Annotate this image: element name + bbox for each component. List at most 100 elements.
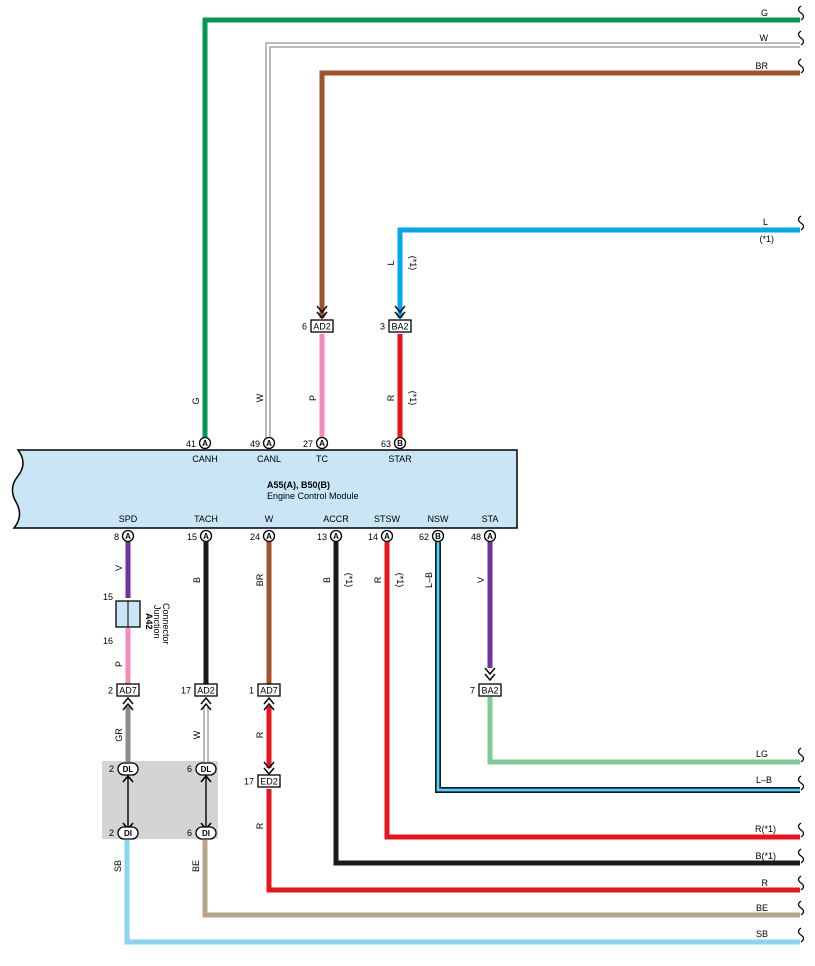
right-label-sb: SB (756, 929, 768, 939)
terminal-canh: A 41 (186, 436, 212, 450)
wire-be (202, 840, 800, 918)
right-label-br: BR (755, 61, 768, 71)
right-label-lg: LG (756, 749, 768, 759)
terminal-conn-spd: A (125, 532, 131, 541)
terminal-pin-stsw: 14 (368, 532, 378, 542)
terminal-pin-canl: 49 (250, 439, 260, 449)
connector-ad2-top: AD2 6 (302, 305, 334, 333)
wire-label-r-low: R (255, 822, 265, 829)
wire-label-star-note: (*1) (408, 391, 418, 406)
right-label-b-note: B(*1) (755, 851, 776, 861)
connector-ad7-mid-pin: 1 (249, 686, 254, 696)
terminal-conn-tc: A (319, 439, 325, 448)
right-label-l-note: (*1) (759, 234, 774, 244)
connector-ad2-top-name: AD2 (313, 322, 331, 332)
ecm-body (11, 449, 518, 529)
terminal-w: A 24 (250, 529, 276, 543)
right-label-g: G (761, 8, 768, 18)
terminal-conn-nsw: B (435, 532, 441, 541)
terminal-conn-canh: A (202, 439, 208, 448)
wire-label-accr: B (322, 577, 332, 583)
terminal-name-stsw: STSW (374, 514, 401, 524)
ecm-title: A55(A), B50(B) (267, 480, 330, 490)
connector-ba2-top: BA2 3 (380, 305, 412, 333)
terminal-conn-w: A (266, 532, 272, 541)
wire-label-w-low: W (192, 730, 202, 739)
terminal-pin-tc: 27 (303, 439, 313, 449)
terminal-tc: A 27 (303, 436, 329, 450)
connector-ed2: ED2 17 (244, 761, 281, 788)
right-label-r-note: R(*1) (755, 824, 776, 834)
connector-ad7-mid: AD7 1 (249, 683, 281, 711)
wire-label-sta: V (476, 577, 486, 583)
terminal-canl: A 49 (250, 436, 276, 450)
wire-breaks (797, 5, 805, 943)
wire-nsw-lb-core (437, 542, 800, 791)
terminal-sta: A 48 (471, 529, 497, 543)
connector-ba2-top-name: BA2 (391, 322, 408, 332)
connector-ad2-top-pin: 6 (302, 322, 307, 332)
splice-dl-left: DL 2 (109, 762, 139, 776)
connector-ad2-bottom: AD2 17 (181, 683, 218, 711)
terminal-spd: A 8 (114, 529, 135, 543)
terminal-tach: A 15 (187, 529, 213, 543)
wire-label-stsw: R (373, 576, 383, 583)
terminal-stsw: A 14 (368, 529, 394, 543)
wire-label-accr-note: (*1) (344, 573, 354, 588)
splice-di-left-name: DI (124, 829, 132, 838)
terminal-pin-tach: 15 (187, 532, 197, 542)
splice-di-right-name: DI (202, 829, 210, 838)
terminal-name-canh: CANH (192, 454, 218, 464)
wire-label-nsw: L–B (424, 572, 434, 588)
junction-label-2: Connector (161, 603, 171, 645)
wire-r-low (266, 789, 800, 893)
wire-label-tc: P (308, 395, 318, 401)
terminal-conn-accr: A (333, 532, 339, 541)
right-label-be: BE (756, 903, 768, 913)
terminal-pin-nsw: 62 (419, 532, 429, 542)
connector-ad2-bottom-pin: 17 (181, 686, 191, 696)
connector-ba2-bottom-pin: 7 (470, 686, 475, 696)
wire-label-gr: GR (114, 728, 124, 742)
terminal-name-tc: TC (316, 454, 328, 464)
wire-label-r-mid: R (255, 731, 265, 738)
wire-stsw-r (384, 542, 800, 840)
splice-di-left: DI 2 (109, 826, 139, 840)
splice-dl-right-pin: 6 (187, 764, 192, 774)
right-label-l: L (763, 217, 768, 227)
terminal-name-w: W (265, 514, 274, 524)
terminal-accr: A 13 (317, 529, 343, 543)
splice-dl-right-name: DL (201, 765, 212, 774)
terminal-name-canl: CANL (257, 454, 281, 464)
connector-ba2-top-pin: 3 (380, 322, 385, 332)
junction-pin-bottom: 16 (103, 636, 113, 646)
wire-label-spd-top: V (114, 565, 124, 571)
terminal-name-tach: TACH (194, 514, 218, 524)
terminal-pin-accr: 13 (317, 532, 327, 542)
wire-label-l-upper: L (386, 260, 396, 265)
wire-label-sb: SB (113, 860, 123, 872)
terminal-name-star: STAR (388, 454, 412, 464)
wire-label-star: R (386, 394, 396, 401)
terminal-pin-star: 63 (381, 439, 391, 449)
terminal-nsw: B 62 (419, 529, 445, 543)
wire-tc-br (319, 70, 800, 318)
wire-canh-g (202, 17, 800, 438)
splice-di-right-pin: 6 (187, 828, 192, 838)
ecm-subtitle: Engine Control Module (267, 491, 359, 501)
terminal-name-spd: SPD (119, 514, 138, 524)
splice-dl-left-pin: 2 (109, 764, 114, 774)
terminal-conn-stsw: A (384, 532, 390, 541)
wire-canl-w (266, 43, 800, 438)
terminal-conn-canl: A (266, 439, 272, 448)
wire-label-w: BR (255, 573, 265, 586)
terminal-name-sta: STA (482, 514, 499, 524)
wire-label-l-upper-note: (*1) (408, 256, 418, 271)
right-label-r: R (762, 878, 769, 888)
connector-ba2-bottom-name: BA2 (481, 686, 498, 696)
terminal-pin-w: 24 (250, 532, 260, 542)
wire-sta-lg (487, 697, 800, 765)
terminal-pin-canh: 41 (186, 439, 196, 449)
junction-label-1: Junction (152, 605, 162, 639)
